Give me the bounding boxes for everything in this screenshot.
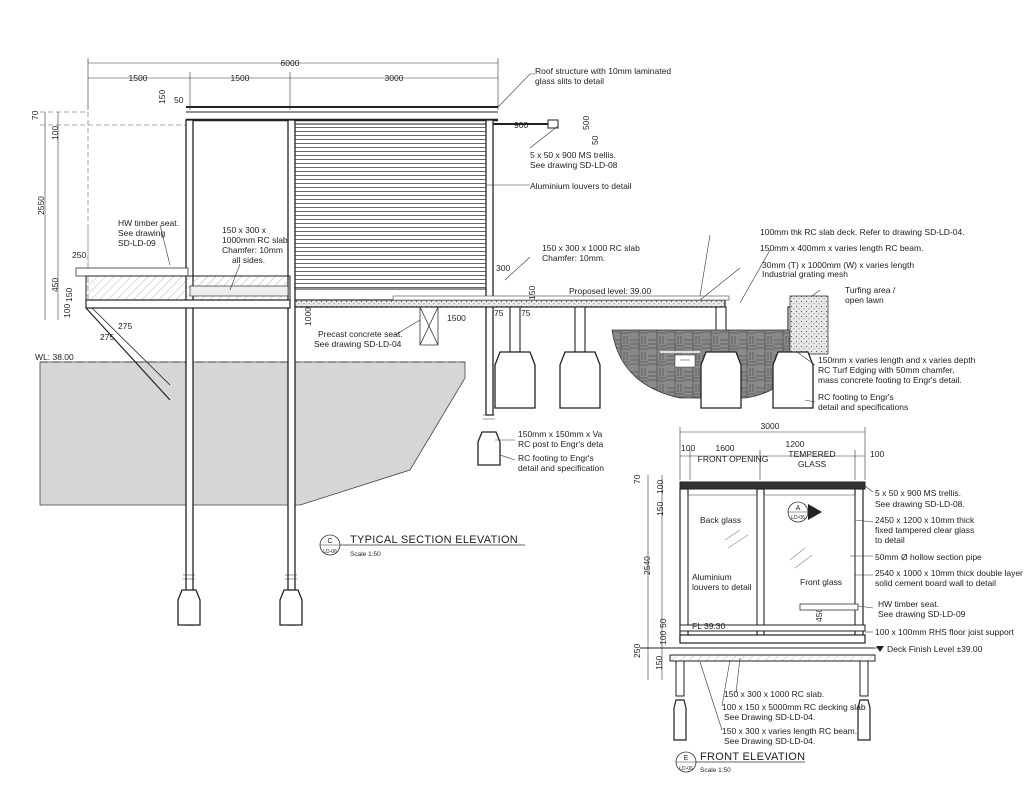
dim-roof-150: 150 xyxy=(157,90,167,104)
note-louvers: Aluminium louvers to detail xyxy=(530,181,632,191)
fe-marker-ref: LD-06 xyxy=(791,515,805,521)
fe-dim-150b: 150 xyxy=(654,656,664,670)
note-footing: RC footing to Engr's detail and specific… xyxy=(818,392,908,412)
fe-aluminium: Aluminium louvers to detail xyxy=(692,572,752,592)
fe-tempered-2: GLASS xyxy=(798,459,827,469)
fe-note-pipe: 50mm Ø hollow section pipe xyxy=(875,552,982,562)
fe-bubble-letter: E xyxy=(684,755,689,762)
fe-marker-letter: A xyxy=(796,505,801,512)
fe-dim-150: 150 xyxy=(655,502,665,516)
fe-dim-70: 70 xyxy=(632,474,642,484)
proposed-level: Proposed level: 39.00 xyxy=(569,286,651,296)
dim-100: 100 xyxy=(50,126,60,140)
dim-1500: 1500 xyxy=(447,313,466,323)
dim-1000: 1000 xyxy=(303,307,313,326)
section-bubble-letter: C xyxy=(327,538,332,545)
dim-1500a: 1500 xyxy=(129,73,148,83)
note-slab-left: 150 x 300 x 1000mm RC slab Chamfer: 10mm… xyxy=(222,225,290,265)
fe-dim-450: 450 xyxy=(814,608,824,622)
dim-150: 150 xyxy=(64,288,74,302)
note-edging: 150mm x varies length and x varies depth… xyxy=(818,355,978,385)
fe-note-decking: 100 x 150 x 5000mm RC decking slab See D… xyxy=(722,702,868,722)
dim-275b: 275 xyxy=(100,332,114,342)
note-precast: Precast concrete seat. See drawing SD-LD… xyxy=(314,329,405,349)
note-roof: Roof structure with 10mm laminated glass… xyxy=(535,66,673,86)
dim-250: 250 xyxy=(72,250,86,260)
fe-title: FRONT ELEVATION xyxy=(700,751,805,763)
fe-front-glass: Front glass xyxy=(800,577,842,587)
note-grating: 30mm (T) x 1000mm (W) x varies length In… xyxy=(762,260,916,279)
dim-50b: 50 xyxy=(590,135,600,145)
dim-900: 900 xyxy=(514,120,528,130)
dim-450: 450 xyxy=(50,278,60,292)
fe-dim-3000: 3000 xyxy=(761,421,780,431)
section-title: TYPICAL SECTION ELEVATION xyxy=(350,534,518,546)
fe-note-deck-level: Deck Finish Level ±39.00 xyxy=(887,644,983,654)
rc-deck xyxy=(294,299,726,308)
note-trellis: 5 x 50 x 900 MS trellis. See drawing SD-… xyxy=(530,150,618,170)
fe-dim-1200: 1200 xyxy=(786,439,805,449)
dim-100b: 100 xyxy=(62,304,72,318)
fe-dim-50: 50 xyxy=(658,618,668,628)
dim-overall: 6000 xyxy=(281,58,300,68)
dim-roof-50: 50 xyxy=(174,95,184,105)
fe-dim-2540: 2540 xyxy=(642,556,652,575)
dim-150b: 150 xyxy=(527,286,537,300)
fe-dim-100d: 100 xyxy=(658,631,668,645)
dim-2550: 2550 xyxy=(36,196,46,215)
note-post: 150mm x 150mm x Va RC post to Engr's det… xyxy=(518,429,605,449)
fe-dim-1600: 1600 xyxy=(716,443,735,453)
dim-300: 300 xyxy=(496,263,510,273)
section-bubble-ref: LD-06 xyxy=(323,549,337,555)
note-seat: HW timber seat. See drawing SD-LD-09 xyxy=(118,218,181,248)
dim-75a: 75 xyxy=(494,308,504,318)
note-post-footing: RC footing to Engr's detail and specific… xyxy=(518,453,604,473)
dim-500: 500 xyxy=(581,116,591,130)
dim-75b: 75 xyxy=(521,308,531,318)
front-elevation: 3000 100 1600 1200 100 FRONT OPENING TEM… xyxy=(632,421,1025,774)
fe-note-rhs: 100 x 100mm RHS floor joist support xyxy=(875,627,1015,637)
fe-front-opening: FRONT OPENING xyxy=(698,454,769,464)
dim-70: 70 xyxy=(30,110,40,120)
note-turf: Turfing area / open lawn xyxy=(845,285,898,305)
fe-tempered-1: TEMPERED xyxy=(788,449,835,459)
fe-back-glass: Back glass xyxy=(700,515,741,525)
dim-1500b: 1500 xyxy=(231,73,250,83)
note-deck: 100mm thk RC slab deck. Refer to drawing… xyxy=(760,227,965,237)
section-elevation: C LD-06 TYPICAL SECTION ELEVATION Scale … xyxy=(30,58,978,626)
fe-fl: FL 39.30 xyxy=(692,621,726,631)
section-scale: Scale 1:50 xyxy=(350,551,381,558)
fe-note-board: 2540 x 1000 x 10mm thick double layer so… xyxy=(875,568,1025,588)
fe-bubble-ref: LD-06 xyxy=(679,766,693,772)
water-body xyxy=(39,361,466,506)
fe-dim-100c: 100 xyxy=(655,480,665,494)
dim-3000: 3000 xyxy=(385,73,404,83)
note-beam: 150mm x 400mm x varies length RC beam. xyxy=(760,243,923,253)
fe-note-seat: HW timber seat. See drawing SD-LD-09 xyxy=(878,599,966,619)
fe-dim-100b: 100 xyxy=(870,449,884,459)
fe-note-slab: 150 x 300 x 1000 RC slab. xyxy=(724,689,824,699)
aluminium-louvers xyxy=(294,123,487,290)
fe-dim-100a: 100 xyxy=(681,443,695,453)
fe-note-glass: 2450 x 1200 x 10mm thick fixed tampered … xyxy=(875,515,977,545)
fe-dim-250: 250 xyxy=(632,644,642,658)
fe-scale: Scale 1:50 xyxy=(700,767,731,774)
fe-note-beam: 150 x 300 x varies length RC beam. See D… xyxy=(722,726,860,746)
water-level: WL: 38.00 xyxy=(35,352,74,362)
dim-275a: 275 xyxy=(118,321,132,331)
note-slab-mid: 150 x 300 x 1000 RC slab Chamfer: 10mm. xyxy=(542,243,642,263)
fe-note-trellis: 5 x 50 x 900 MS trellis. See drawing SD-… xyxy=(875,488,965,509)
